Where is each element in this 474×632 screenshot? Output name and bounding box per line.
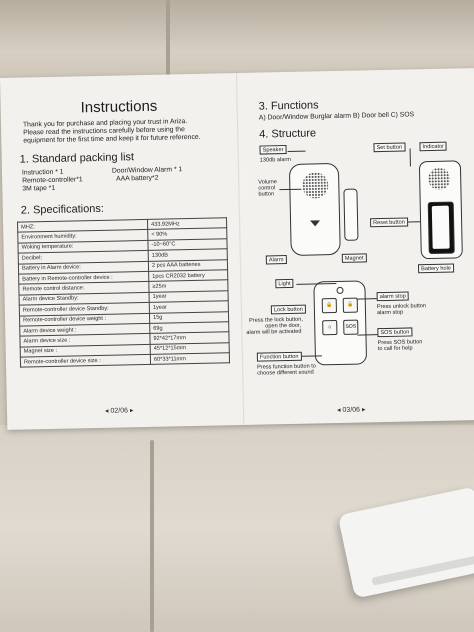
structure-heading: 4. Structure: [259, 127, 317, 141]
label-speaker: Speaker: [259, 145, 287, 155]
label-magnet: Magnet: [341, 253, 367, 263]
page-number: 03/06: [342, 406, 361, 414]
label-function-button: Function button: [256, 351, 302, 362]
leader-line: [287, 150, 306, 152]
leader-line: [356, 298, 377, 300]
sofa-seam: [166, 0, 170, 80]
page-number-right: ◂ 03/06 ▸: [336, 406, 366, 415]
spec-label: Remote-controller device size :: [20, 354, 151, 368]
label-volume: button: [258, 191, 275, 198]
specs-heading: 2. Specifications:: [20, 202, 105, 217]
page-title: Instructions: [80, 97, 158, 117]
packing-item: AAA battery*2: [116, 174, 159, 183]
function-desc: choose different sound: [257, 369, 314, 377]
label-reset-button: Reset button: [370, 217, 408, 228]
sos-desc: to call for help: [377, 345, 413, 353]
alarm-stop-desc: alarm stop: [376, 309, 404, 317]
leader-line: [408, 221, 421, 223]
page-number: 02/06: [110, 407, 129, 415]
label-battery-hole: Battery hole: [417, 263, 455, 274]
label-set-button: Set button: [373, 142, 406, 153]
spec-value: 60*33*11mm: [150, 352, 230, 365]
label-indicator: Indicator: [419, 141, 448, 152]
label-lock-button: Lock button: [270, 304, 306, 315]
battery-compartment: [427, 201, 455, 255]
packing-item: 3M tape *1: [22, 184, 56, 193]
label-light: Light: [275, 278, 294, 289]
alarm-device-front: [288, 162, 341, 256]
sofa-seam: [150, 440, 154, 632]
label-alarm: Alarm: [265, 255, 287, 265]
label-alarm-stop: alarm stop: [376, 291, 409, 302]
packing-heading: 1. Standard packing list: [19, 151, 135, 166]
alarm-device-back: [418, 160, 463, 260]
speaker-grille: [302, 172, 329, 199]
indicator-grille: [427, 167, 451, 191]
label-speaker-db: 130db alarm: [259, 156, 291, 164]
unlock-key-icon: 🔓: [342, 297, 358, 313]
magnet: [343, 188, 359, 241]
functions-text: A) Door/Window Burglar alarm B) Door bel…: [258, 111, 415, 122]
home-key-icon: ⌂: [322, 319, 338, 336]
functions-heading: 3. Functions: [258, 99, 319, 113]
leader-line: [357, 334, 378, 336]
volume-triangle-icon: [310, 220, 321, 227]
page-number-left: ◂ 02/06 ▸: [104, 407, 134, 415]
remote-controller: 🔒 🔓 ⌂ SOS: [313, 280, 368, 366]
light-dot: [336, 286, 344, 294]
booklet-fold: [235, 73, 246, 425]
sos-key: SOS: [343, 319, 359, 335]
leader-line: [409, 148, 411, 167]
lock-key-icon: 🔒: [321, 297, 337, 314]
lock-desc: alarm will be activated: [246, 328, 302, 336]
label-sos-button: SOS button: [377, 327, 413, 338]
instruction-booklet: Instructions Thank you for purchase and …: [0, 68, 474, 430]
